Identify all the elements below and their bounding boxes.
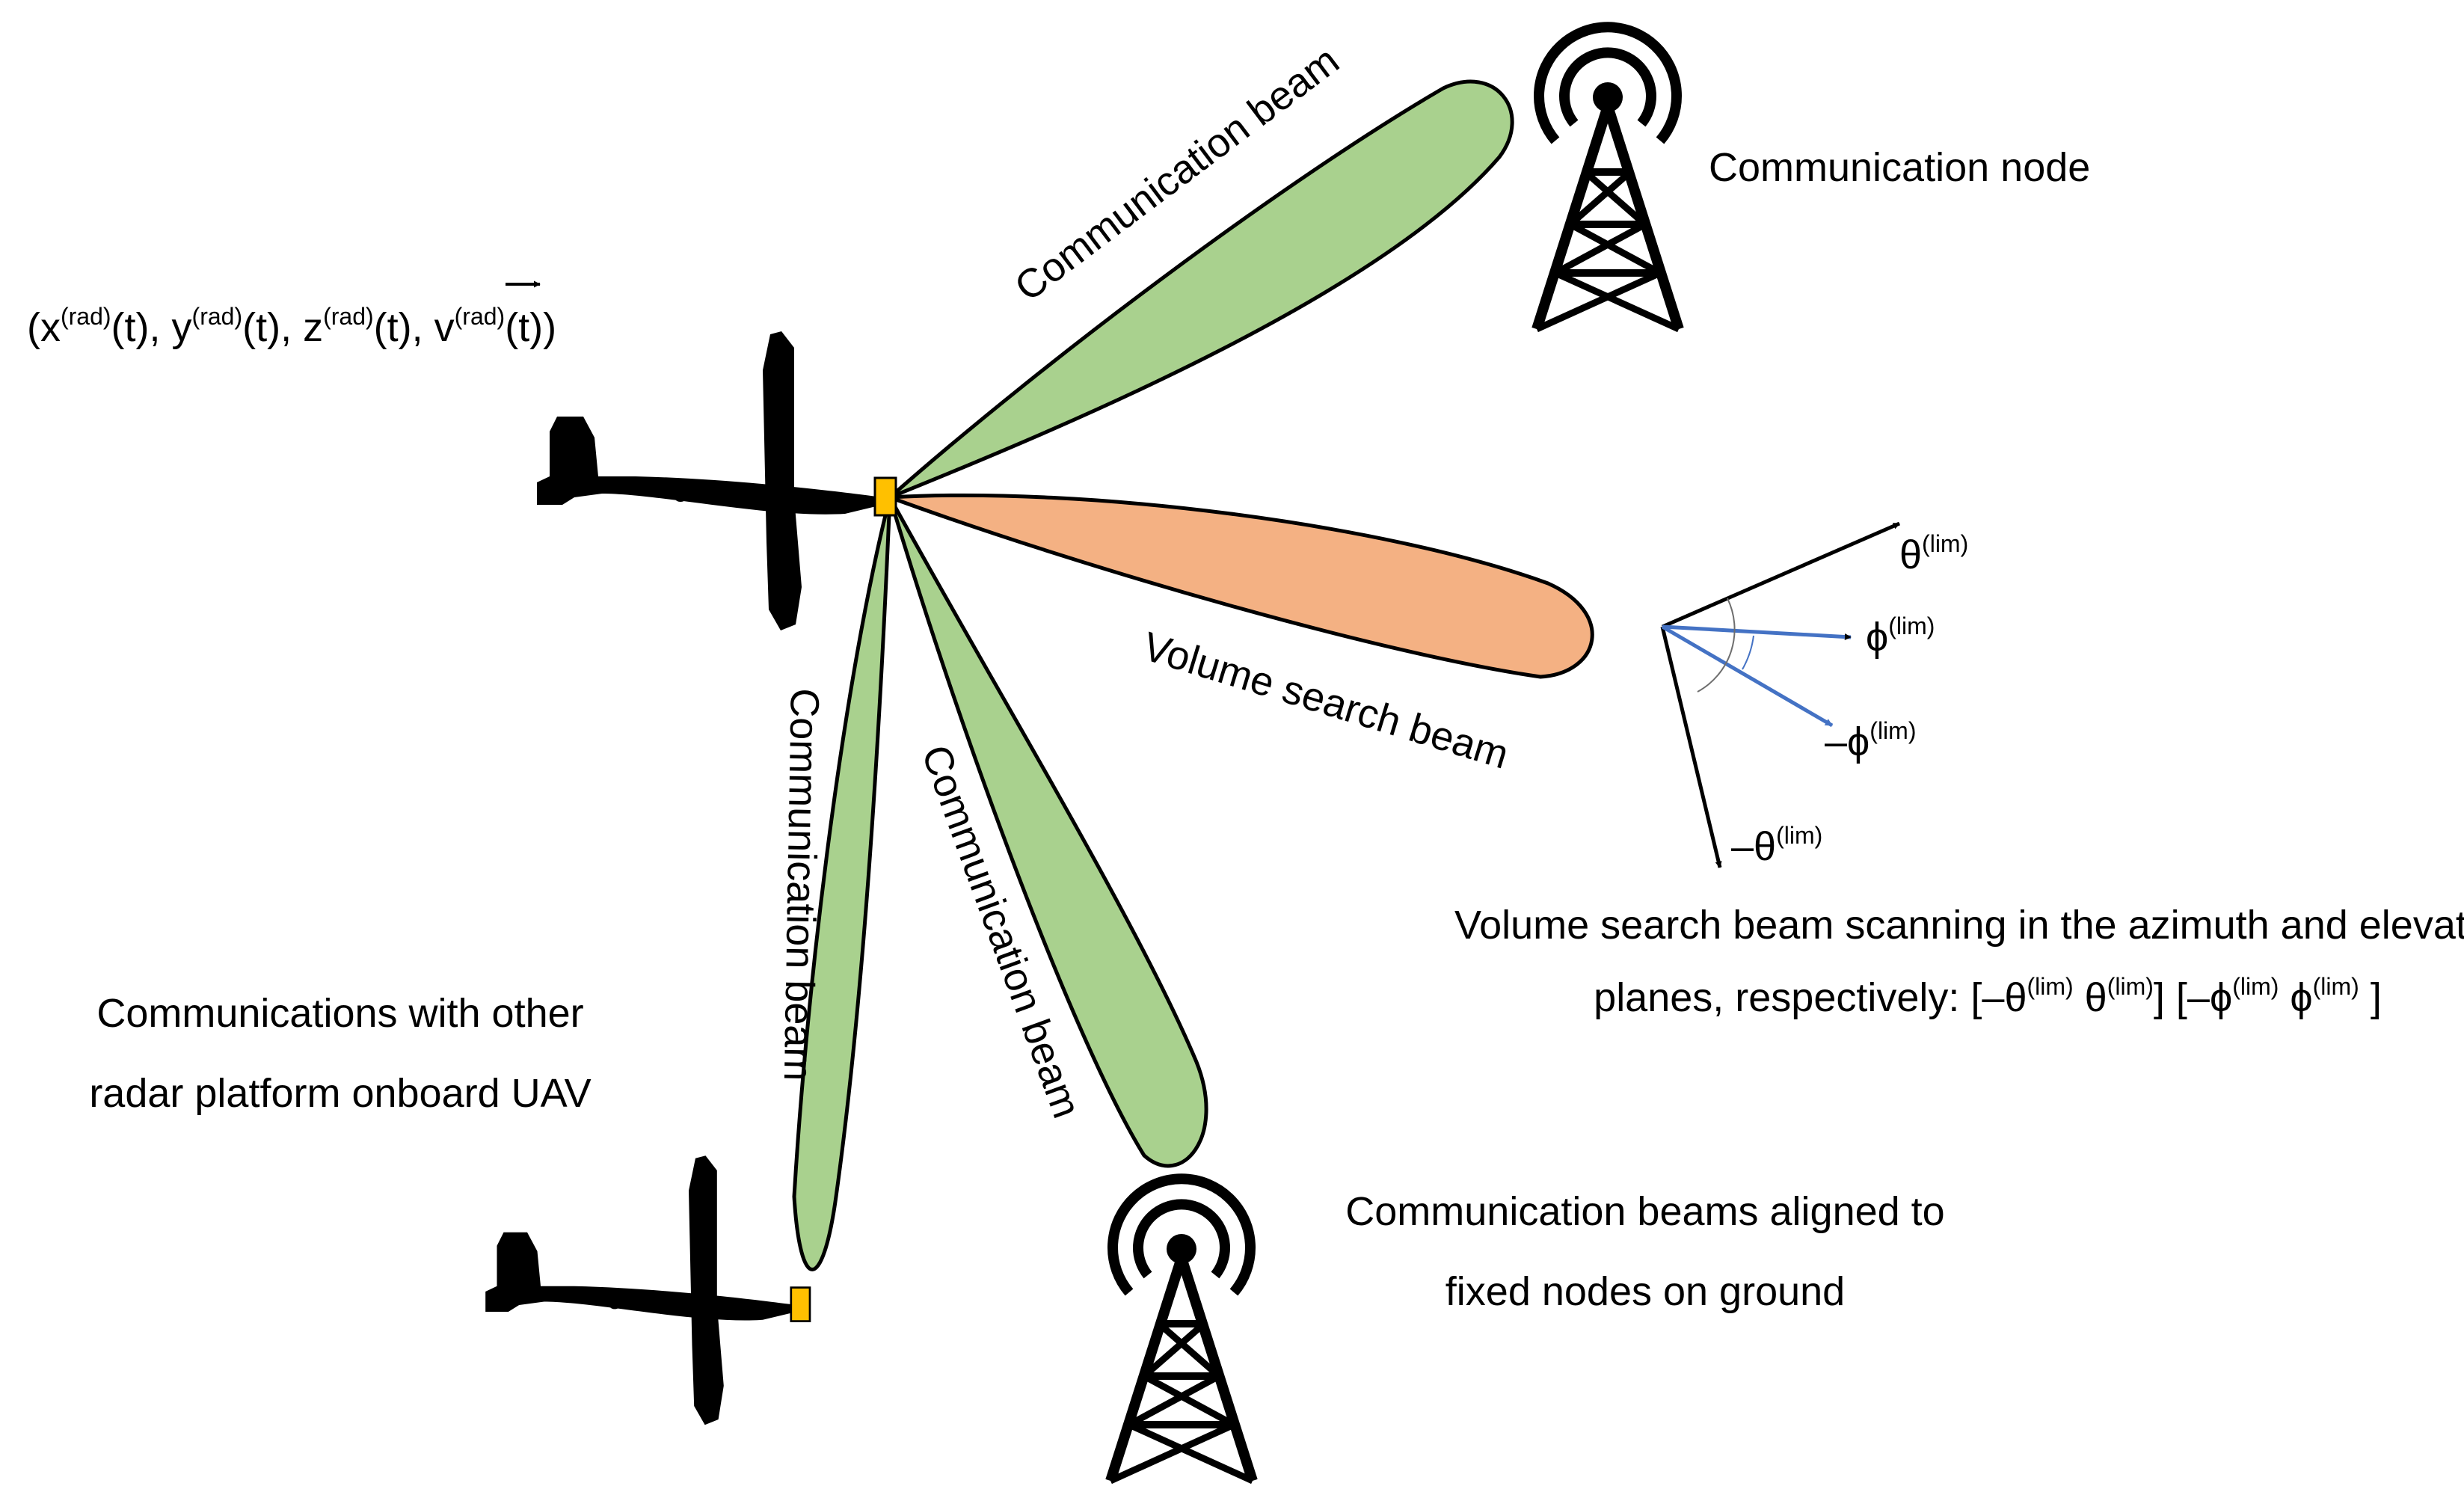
comm-beam-to-uav: [792, 497, 892, 1271]
ground-nodes-line2: fixed nodes on ground: [1445, 1269, 1845, 1314]
comm-beam-top: [888, 79, 1514, 500]
antenna-tower-icon: [1537, 27, 1679, 329]
uav-comms-line2: radar platform onboard UAV: [89, 1071, 591, 1116]
comm-beam-left-label: Communication beam: [775, 688, 827, 1081]
ground-nodes-line1: Communication beams aligned to: [1345, 1189, 1944, 1234]
scan-desc-line1: Volume search beam scanning in the azimu…: [1454, 903, 2464, 948]
theta-neg-label: –θ(lim): [1731, 822, 1822, 869]
phi-pos-label: ϕ(lim): [1866, 613, 1935, 660]
aircraft-icon: [537, 331, 897, 630]
comm-beam-right-down: [888, 496, 1208, 1168]
aircraft-icon: [485, 1155, 811, 1425]
theta-pos-label: θ(lim): [1899, 530, 1968, 577]
scan-angle-axes: [1660, 521, 1900, 868]
phi-neg-label: –ϕ(lim): [1825, 717, 1916, 764]
uav-comms-line1: Communications with other: [96, 991, 583, 1036]
radar-module-icon: [790, 1286, 811, 1322]
position-symbol: (x(rad)(t), y(rad)(t), z(rad)(t), v(rad)…: [27, 303, 556, 350]
radar-module-icon: [873, 476, 897, 517]
comm-node-label: Communication node: [1709, 145, 2090, 190]
scan-desc-line2: planes, respectively: [–θ(lim) θ(lim)] […: [1594, 973, 2382, 1020]
volume-search-beam: [889, 493, 1594, 679]
antenna-tower-icon: [1110, 1179, 1253, 1481]
